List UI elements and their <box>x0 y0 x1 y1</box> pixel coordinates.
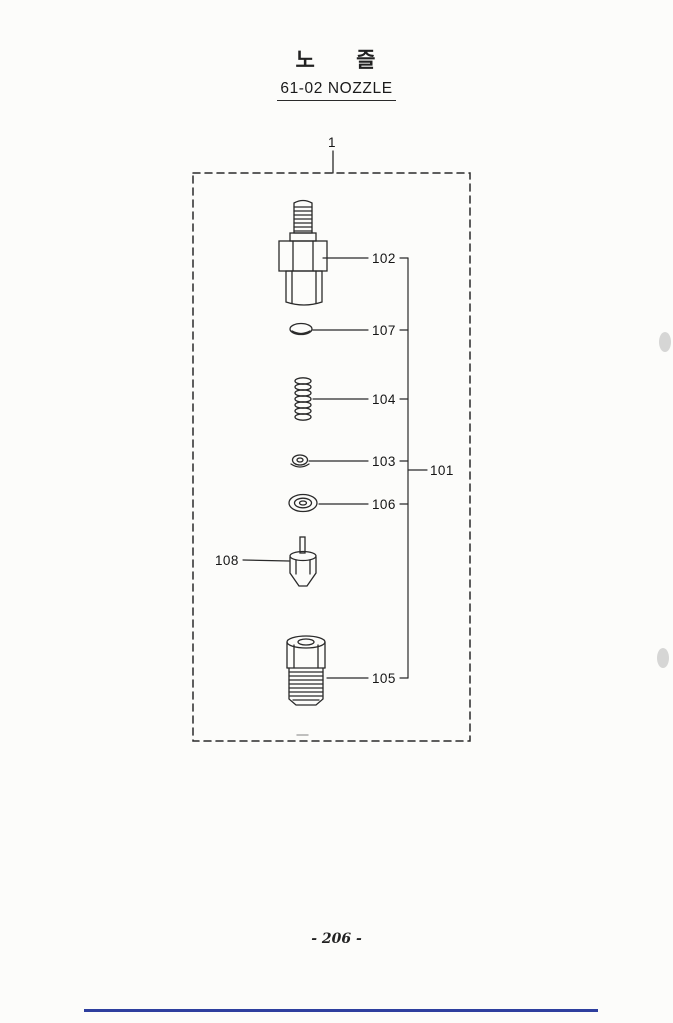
part-103-illustration <box>290 454 310 468</box>
part-label-105: 105 <box>372 671 396 686</box>
part-label-108: 108 <box>215 553 239 568</box>
part-label-102: 102 <box>372 251 396 266</box>
part-label-107: 107 <box>372 323 396 338</box>
group-101-bracket <box>399 257 428 679</box>
part-102-illustration <box>278 199 328 306</box>
part-label-103: 103 <box>372 454 396 469</box>
leader-108 <box>242 559 290 562</box>
part-106-illustration <box>288 493 318 513</box>
part-label-104: 104 <box>372 392 396 407</box>
page-title-korean: 노 즐 <box>295 48 378 72</box>
section-title-wrap: 61-02 NOZZLE <box>0 80 673 101</box>
leader-lines <box>242 257 369 679</box>
section-code-title: 61-02 NOZZLE <box>277 80 396 101</box>
part-label-1: 1 <box>328 135 336 150</box>
footer-rule <box>84 1009 598 1012</box>
part-108-illustration <box>289 536 317 587</box>
page-number: - 206 - <box>311 931 362 947</box>
scan-artifact <box>659 332 671 352</box>
part-107-illustration <box>289 322 313 336</box>
scan-artifact <box>657 648 669 668</box>
part-104-illustration <box>294 377 312 421</box>
part-label-106: 106 <box>372 497 396 512</box>
assembly-boundary-dashed-box <box>192 172 471 742</box>
part-label-101: 101 <box>430 463 454 478</box>
part-105-illustration <box>286 635 326 706</box>
